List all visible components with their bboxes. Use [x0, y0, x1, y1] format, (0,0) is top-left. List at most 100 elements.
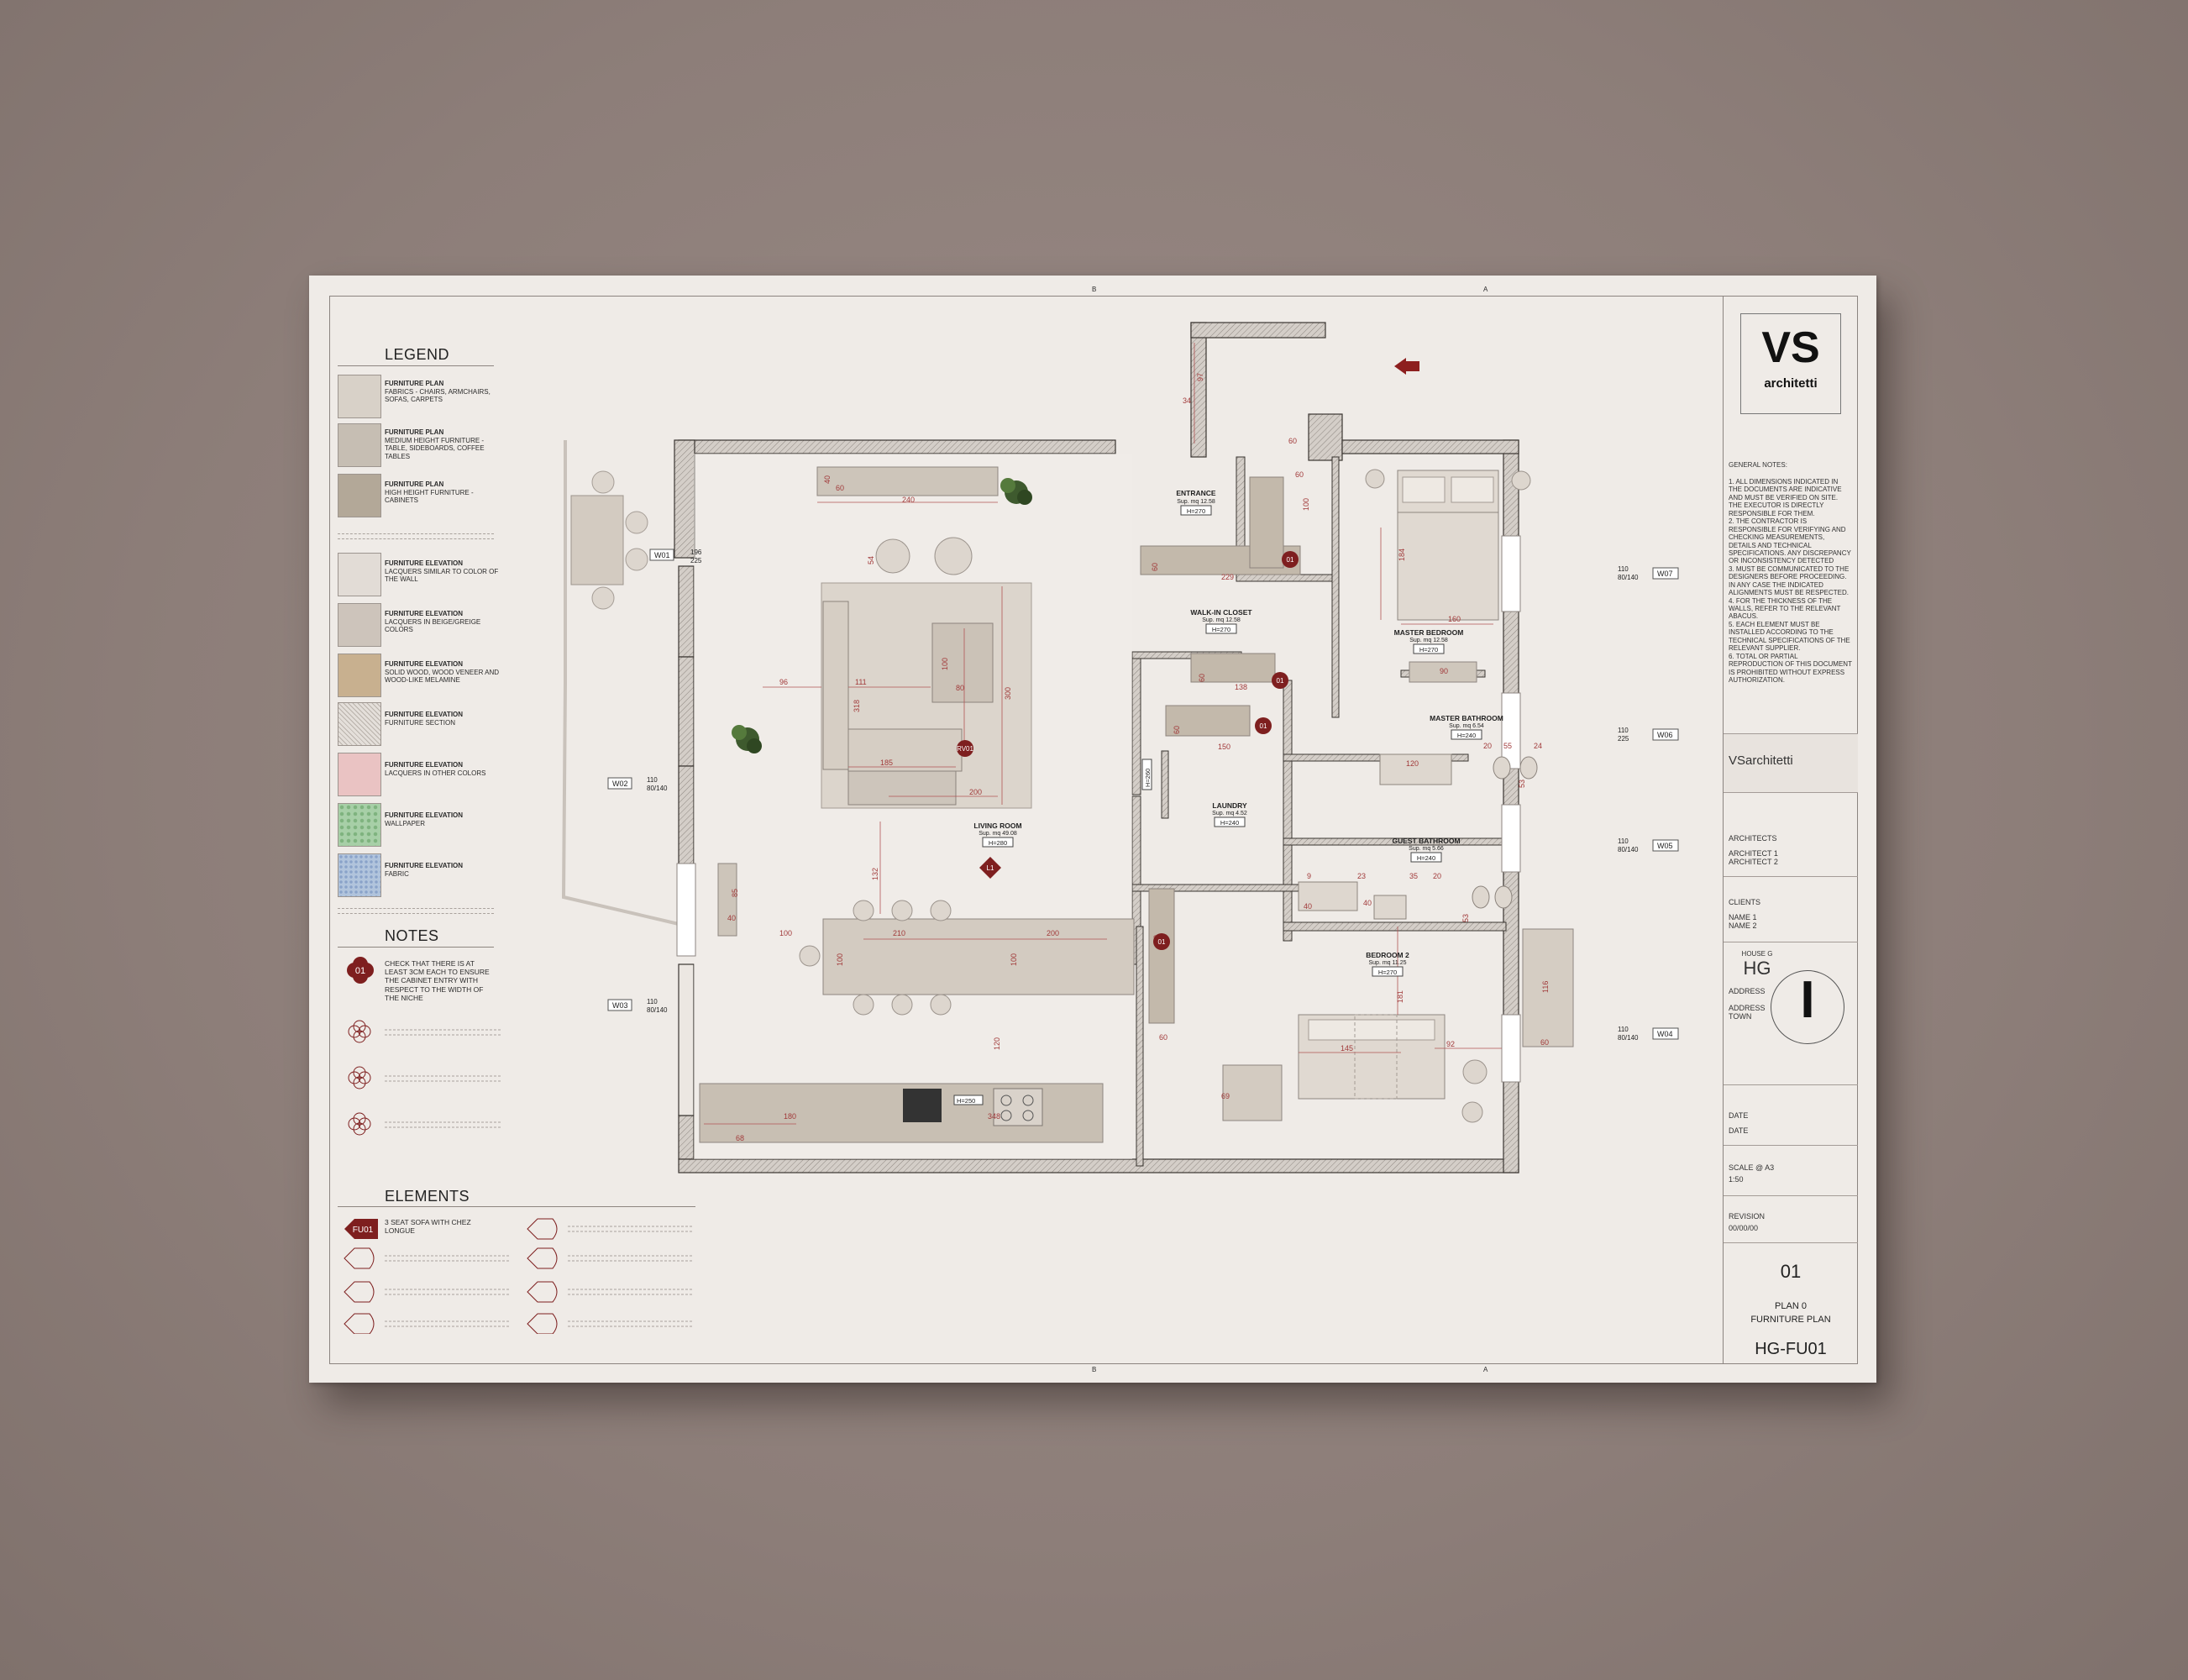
svg-text:110: 110	[1618, 727, 1629, 734]
dim-label: 60	[836, 484, 844, 492]
legend-item-desc: MEDIUM HEIGHT FURNITURE - TABLE, SIDEBOA…	[385, 436, 485, 460]
clients-label: CLIENTS	[1729, 898, 1761, 906]
legend-title: LEGEND	[385, 346, 450, 363]
date-label: DATE	[1729, 1111, 1749, 1120]
dim-label: 54	[867, 556, 875, 564]
living-cabinet	[717, 863, 737, 937]
logo-text: architetti	[1764, 376, 1818, 391]
svg-text:H=280: H=280	[989, 839, 1007, 847]
dim-label: 35	[1409, 872, 1418, 880]
window-tag-w01: W01 196 225	[649, 549, 702, 564]
dim-label: 85	[731, 889, 739, 897]
dim-label: 60	[1540, 1038, 1549, 1047]
dim-label: 40	[727, 914, 736, 922]
revision-label: REVISION	[1729, 1212, 1766, 1221]
logo-mark: VS	[1761, 323, 1820, 372]
marker-01-c: 01	[1255, 717, 1272, 734]
dim-label: 185	[880, 759, 893, 767]
general-note: 3. MUST BE COMMUNICATED TO THE DESIGNERS…	[1729, 564, 1850, 597]
svg-text:110: 110	[1618, 1026, 1629, 1033]
dim-label: 90	[1440, 667, 1448, 675]
master-bed	[1365, 469, 1531, 683]
studio-name: VSarchitetti	[1729, 753, 1793, 768]
dim-label: 20	[1483, 742, 1492, 750]
date-value: DATE	[1729, 1126, 1749, 1135]
elements-title: ELEMENTS	[385, 1188, 470, 1205]
legend-item-title: FURNITURE ELEVATION	[385, 761, 464, 769]
general-notes-title: GENERAL NOTES:	[1729, 461, 1787, 469]
dim-label: 318	[853, 700, 861, 712]
legend-swatch	[338, 553, 381, 596]
legend-item-desc: SOLID WOOD, WOOD VENEER AND WOOD-LIKE ME…	[385, 668, 500, 685]
legend-swatch	[338, 474, 381, 517]
dim-label: 80	[956, 684, 964, 692]
room-label-living-room: LIVING ROOM Sup. mq 49.08 H=280	[973, 822, 1022, 848]
svg-text:H=270: H=270	[1212, 626, 1230, 633]
dim-label: 200	[1047, 929, 1059, 937]
dim-label: 138	[1235, 683, 1247, 691]
empty-element-slots	[344, 1218, 694, 1334]
dim-label: 348	[988, 1112, 1000, 1121]
logo-box: VS architetti	[1740, 313, 1841, 414]
title-block: VS architetti GENERAL NOTES: 1. ALL DIME…	[1723, 297, 1858, 1363]
svg-text:H=250: H=250	[957, 1097, 975, 1105]
dim-label: 229	[1221, 573, 1234, 581]
legend-item-desc: LACQUERS IN BEIGE/GREIGE COLORS	[385, 617, 481, 634]
legend-item-desc: HIGH HEIGHT FURNITURE - CABINETS	[385, 488, 474, 505]
svg-text:Sup. mq 12.58: Sup. mq 12.58	[1177, 499, 1215, 505]
entrance-arrow-icon	[1394, 358, 1419, 375]
dim-label: 100	[836, 953, 844, 966]
room-label-master-bathroom: MASTER BATHROOM Sup. mq 6.54 H=240	[1430, 714, 1503, 740]
dim-label: 68	[736, 1134, 744, 1142]
sheet-number: 01	[1780, 1261, 1802, 1282]
svg-text:BEDROOM 2: BEDROOM 2	[1366, 951, 1409, 959]
room-label-guest-bathroom: GUEST BATHROOM Sup. mq 5.66 H=240	[1392, 837, 1461, 863]
room-label-walk-in-closet: WALK-IN CLOSET Sup. mq 12.58 H=270	[1190, 608, 1252, 634]
note-badge-label: 01	[355, 966, 365, 976]
dim-label: 100	[1302, 498, 1310, 511]
general-note: 5. EACH ELEMENT MUST BE INSTALLED ACCORD…	[1729, 620, 1850, 653]
address-1: ADDRESS	[1729, 1004, 1766, 1012]
general-note: 4. FOR THE THICKNESS OF THE WALLS, REFER…	[1729, 596, 1841, 621]
address-label: ADDRESS	[1729, 987, 1766, 995]
bathroom-fixtures	[1298, 753, 1538, 920]
svg-text:W06: W06	[1657, 731, 1673, 739]
dim-label: 150	[1218, 743, 1230, 751]
grid-label-b-top: B	[1092, 286, 1097, 293]
marker-rv01: RV01	[957, 740, 973, 757]
svg-text:Sup. mq 12.58: Sup. mq 12.58	[1202, 617, 1241, 623]
legend-item-desc: FABRIC	[385, 869, 409, 878]
address-2: TOWN	[1729, 1012, 1752, 1021]
svg-text:H=260: H=260	[1144, 769, 1152, 787]
dim-label: 60	[1198, 674, 1206, 682]
sheet-frame	[329, 296, 1858, 1364]
svg-text:Sup. mq 5.66: Sup. mq 5.66	[1409, 846, 1444, 852]
dim-label: 69	[1221, 1092, 1230, 1100]
dim-label: 55	[1503, 742, 1512, 750]
window-tag-w02: W02 110 80/140	[607, 776, 668, 792]
dim-label: 184	[1398, 549, 1406, 561]
kitchen-counter	[699, 1083, 1104, 1143]
legend-item-title: FURNITURE PLAN	[385, 380, 444, 387]
legend-item-title: FURNITURE ELEVATION	[385, 559, 464, 567]
house-label: HOUSE G	[1741, 950, 1773, 958]
north-arrow-glyph: I	[1800, 971, 1815, 1029]
dim-label: 96	[779, 678, 788, 686]
general-note: 6. TOTAL OR PARTIAL REPRODUCTION OF THIS…	[1729, 652, 1852, 684]
notes-title: NOTES	[385, 927, 439, 944]
dim-label: 181	[1396, 990, 1404, 1003]
legend-item-desc: FABRICS - CHAIRS, ARMCHAIRS, SOFAS, CARP…	[385, 387, 491, 404]
room-label-laundry: LAUNDRY Sup. mq 4.52 H=240	[1212, 801, 1247, 827]
scale-label: SCALE @ A3	[1729, 1163, 1775, 1172]
note-badge-icon: 01	[347, 957, 374, 984]
dim-label: 210	[893, 929, 905, 937]
window-tags: W01 196 225 W02 110 80/140 W03 110 80/14…	[607, 549, 1679, 1042]
legend-swatch	[338, 423, 381, 467]
svg-text:MASTER BATHROOM: MASTER BATHROOM	[1430, 714, 1503, 722]
dim-label: 53	[1461, 914, 1470, 922]
window-tag-w06: 110 225 W06	[1618, 727, 1679, 743]
svg-text:Sup. mq 49.08: Sup. mq 49.08	[979, 831, 1017, 837]
dim-label: 60	[1151, 563, 1159, 571]
dim-label: 60	[1173, 726, 1181, 734]
